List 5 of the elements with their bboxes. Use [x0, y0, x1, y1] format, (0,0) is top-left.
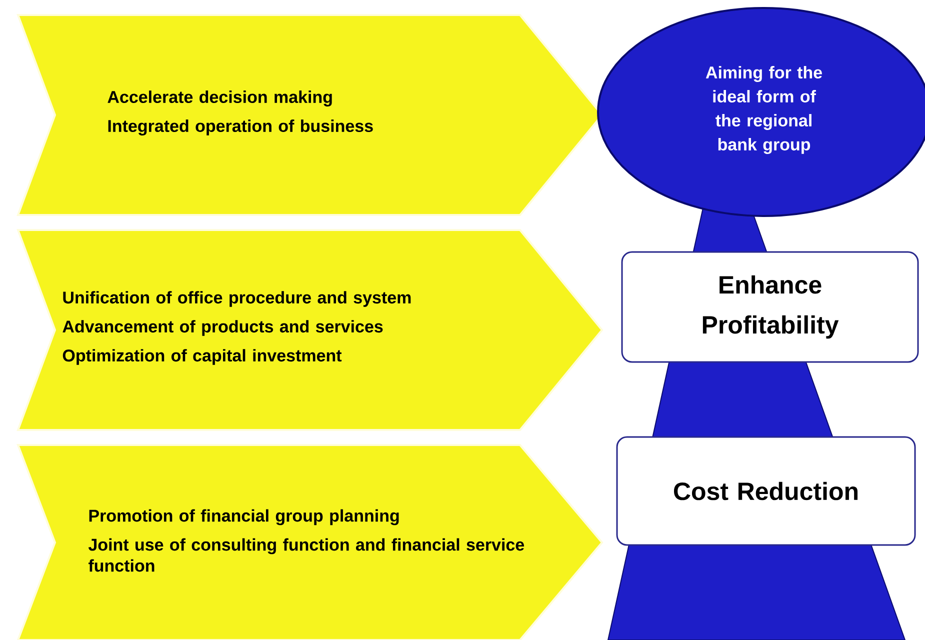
- label-box: Cost Reduction: [616, 436, 916, 546]
- label-box: Enhance Profitability: [621, 251, 919, 363]
- chevron-band: Accelerate decision making Integrated operation of business: [16, 14, 604, 216]
- chevron-band: Promotion of financial group planning Joint use of consulting function and financial service function: [16, 444, 604, 640]
- chevron-band: Unification of office procedure and system Advancement of products and services Optimization of capital investment: [16, 229, 604, 431]
